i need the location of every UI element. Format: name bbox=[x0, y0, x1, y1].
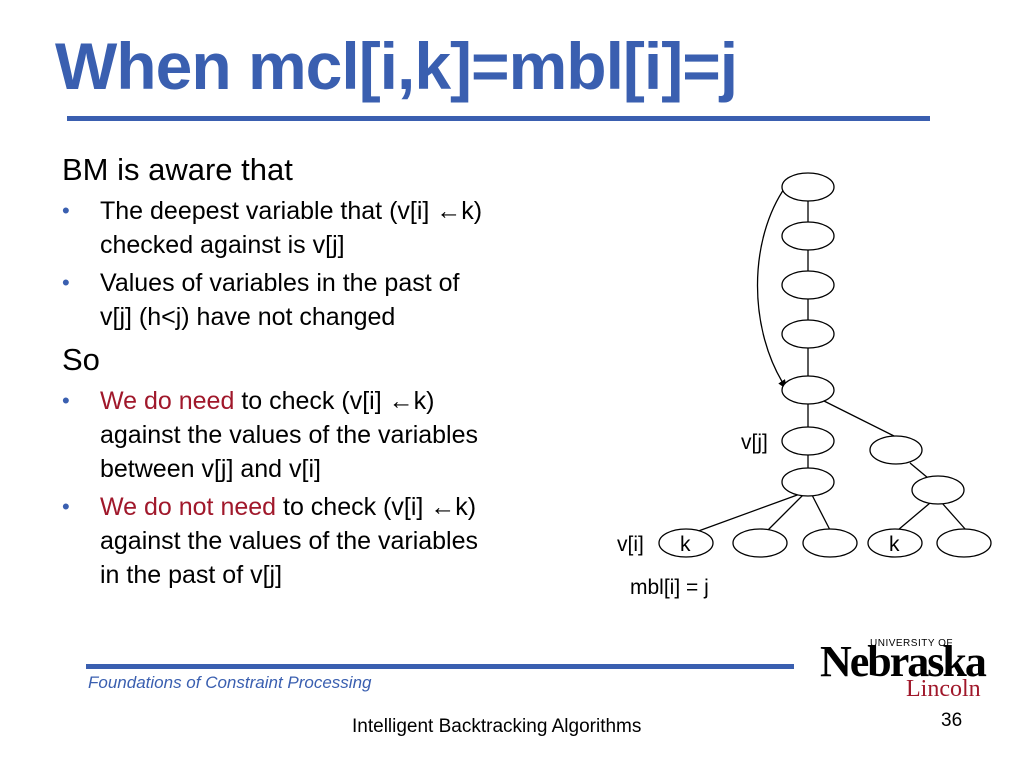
bullet-item: • The deepest variable that (v[i] ←k) ch… bbox=[62, 194, 582, 262]
bullet-dot-icon: • bbox=[62, 270, 70, 295]
k-label-left: k bbox=[680, 533, 691, 556]
tree-node bbox=[869, 435, 923, 465]
university-logo: UNIVERSITY OF Nebraska Lincoln bbox=[818, 636, 987, 706]
bullet-line: Values of variables in the past of bbox=[100, 269, 460, 297]
bullet-line: checked against is v[j] bbox=[100, 231, 345, 259]
tree-node bbox=[911, 475, 965, 505]
bullet-line: to check (v[i] ←k) bbox=[234, 387, 435, 415]
tree-node bbox=[781, 319, 835, 349]
heading-bm-aware: BM is aware that bbox=[62, 152, 293, 187]
vj-label: v[j] bbox=[741, 431, 768, 454]
logo-name: Nebraska bbox=[820, 637, 987, 686]
tree-node bbox=[781, 467, 835, 497]
course-name: Foundations of Constraint Processing bbox=[88, 673, 372, 692]
bullet-line: between v[j] and v[i] bbox=[100, 455, 321, 483]
bullet-dot-icon: • bbox=[62, 198, 70, 223]
bullet-line: against the values of the variables bbox=[100, 421, 479, 449]
slide-title: When mcl[i,k]=mbl[i]=j bbox=[55, 29, 738, 103]
tree-node bbox=[781, 172, 835, 202]
bullet-list-so: • We do need to check (v[i] ←k) against … bbox=[62, 384, 582, 592]
tree-node-vi-k bbox=[658, 528, 714, 558]
bullet-line: v[j] (h<j) have not changed bbox=[100, 303, 396, 331]
bullet-line: in the past of v[j] bbox=[100, 561, 283, 589]
heading-so: So bbox=[62, 342, 100, 377]
tree-node-k bbox=[867, 528, 923, 558]
bullet-line: The deepest variable that (v[i] ←k) bbox=[100, 197, 483, 225]
tree-edge bbox=[909, 462, 929, 479]
footer-rule bbox=[86, 664, 794, 669]
vi-label: v[i] bbox=[617, 533, 644, 556]
topic-name: Intelligent Backtracking Algorithms bbox=[352, 716, 642, 737]
k-label-right: k bbox=[889, 533, 900, 556]
slide-body: BM is aware that • The deepest variable … bbox=[62, 150, 582, 592]
tree-node bbox=[781, 221, 835, 251]
bullet-item: • We do need to check (v[i] ←k) against … bbox=[62, 384, 582, 486]
bullet-list-aware: • The deepest variable that (v[i] ←k) ch… bbox=[62, 194, 582, 334]
highlight-text: We do not need bbox=[100, 493, 277, 521]
tree-node bbox=[781, 270, 835, 300]
bullet-item: • We do not need to check (v[i] ←k) agai… bbox=[62, 490, 582, 592]
tree-node bbox=[732, 528, 788, 558]
bullet-line: against the values of the variables bbox=[100, 527, 479, 555]
tree-edge bbox=[767, 494, 804, 531]
backjump-arrow bbox=[756, 177, 794, 390]
bullet-item: • Values of variables in the past of v[j… bbox=[62, 266, 582, 334]
mbl-label: mbl[i] = j bbox=[630, 576, 709, 599]
tree-node-vj bbox=[781, 426, 835, 456]
title-underline bbox=[67, 116, 930, 121]
logo-campus: Lincoln bbox=[906, 676, 981, 702]
tree-edge bbox=[897, 502, 931, 531]
tree-edge bbox=[821, 399, 897, 438]
bullet-dot-icon: • bbox=[62, 494, 70, 519]
logo-university-of: UNIVERSITY OF bbox=[870, 638, 953, 649]
tree-edge bbox=[692, 493, 801, 534]
bullet-dot-icon: • bbox=[62, 388, 70, 413]
tree-node bbox=[802, 528, 858, 558]
highlight-text: We do need bbox=[100, 387, 235, 415]
tree-node bbox=[781, 375, 835, 405]
tree-edge bbox=[811, 494, 831, 531]
tree-node bbox=[936, 528, 992, 558]
tree-edge bbox=[941, 502, 967, 531]
bullet-line: to check (v[i] ←k) bbox=[276, 493, 477, 521]
page-number: 36 bbox=[941, 710, 963, 731]
